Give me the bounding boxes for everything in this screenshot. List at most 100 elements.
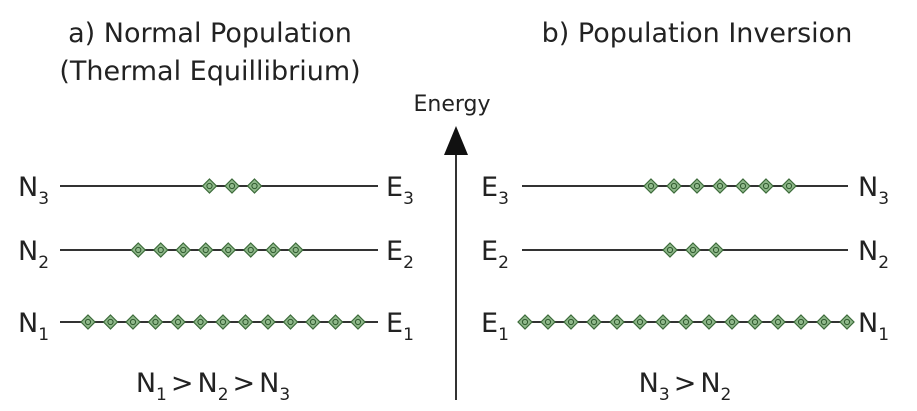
normal-level-n-label-letter: N xyxy=(18,172,38,203)
inversion-level-n-label-subscript: 2 xyxy=(878,253,889,273)
particle xyxy=(237,314,254,330)
particle-core xyxy=(613,318,621,326)
particle-shape xyxy=(102,314,119,330)
inversion-level-e-label-letter: E xyxy=(481,308,498,339)
normal-level-e-label-subscript: 1 xyxy=(403,325,414,345)
particle-core xyxy=(820,318,828,326)
particle-core xyxy=(225,246,232,254)
inversion-term-letter: N xyxy=(700,368,720,399)
particle-core xyxy=(666,246,674,254)
normal-level-e-label-letter: E xyxy=(386,236,403,267)
particle-shape xyxy=(147,314,164,330)
particle-core xyxy=(242,318,249,326)
particle-core xyxy=(157,246,164,254)
particle xyxy=(350,314,366,330)
particle-core xyxy=(647,182,655,190)
normal-level-e-label-letter: E xyxy=(386,172,403,203)
particle-shape xyxy=(152,242,169,258)
inversion-relation: N3>N2 xyxy=(639,368,732,405)
particle-core xyxy=(135,246,142,254)
particle xyxy=(689,178,705,194)
particle-shape xyxy=(563,314,579,330)
particle-shape xyxy=(655,314,671,330)
inversion-level-n-label-letter: N xyxy=(858,236,878,267)
particle-core xyxy=(762,182,770,190)
particle-shape xyxy=(666,178,682,194)
particle xyxy=(215,314,231,330)
particle-shape xyxy=(282,314,299,330)
particle xyxy=(125,314,141,330)
particle-shape xyxy=(689,178,705,194)
inversion-level-e-label-letter: E xyxy=(481,172,498,203)
normal-level-n-label-subscript: 1 xyxy=(38,325,49,345)
particle-core xyxy=(797,318,805,326)
particle-shape xyxy=(540,314,556,330)
particle xyxy=(220,242,237,258)
particle-shape xyxy=(220,242,237,258)
particle-shape xyxy=(712,178,728,194)
particle xyxy=(540,314,556,330)
particle-core xyxy=(521,318,529,326)
particle-core xyxy=(174,318,182,326)
inversion-level-e-label-subscript: 1 xyxy=(498,325,509,345)
energy-axis-label: Energy xyxy=(413,92,490,117)
particle-shape xyxy=(701,314,717,330)
particle-shape xyxy=(237,314,254,330)
particle-shape xyxy=(747,314,763,330)
particle-core xyxy=(202,246,209,254)
particle-shape xyxy=(678,314,694,330)
normal-term-subscript: 1 xyxy=(156,385,167,405)
normal-level-n-label-subscript: 3 xyxy=(38,189,49,209)
particle-shape xyxy=(130,242,147,258)
particle-core xyxy=(567,318,575,326)
particle xyxy=(685,242,701,258)
particle-core xyxy=(716,182,724,190)
normal-level-e-label: E2 xyxy=(386,236,414,273)
particle xyxy=(643,178,659,194)
particle-shape xyxy=(517,314,533,330)
particle-shape xyxy=(287,242,304,258)
particle-core xyxy=(590,318,598,326)
particle-shape xyxy=(242,242,259,258)
inversion-level-n-label: N2 xyxy=(858,236,889,273)
particle xyxy=(287,242,304,258)
particle-core xyxy=(670,182,678,190)
particle-shape xyxy=(197,242,214,258)
particle xyxy=(712,178,728,194)
particle-core xyxy=(309,318,317,326)
particle-shape xyxy=(265,242,282,258)
inversion-text: N3>N2 xyxy=(639,368,732,405)
particle-shape xyxy=(305,314,321,330)
normal-level-n-label-subscript: 2 xyxy=(38,253,49,273)
inversion-level-e-label: E2 xyxy=(481,236,509,273)
particle-shape xyxy=(816,314,832,330)
particle-shape xyxy=(215,314,231,330)
particle xyxy=(197,242,214,258)
particle xyxy=(147,314,164,330)
particle-core xyxy=(774,318,782,326)
particle-core xyxy=(636,318,644,326)
particle-core xyxy=(544,318,552,326)
particle xyxy=(747,314,763,330)
particle-core xyxy=(682,318,690,326)
normal-relation: N1>N2>N3 xyxy=(136,368,290,405)
particle-shape xyxy=(758,178,774,194)
normal-level-n-label-letter: N xyxy=(18,308,38,339)
inversion-level-e-label-subscript: 3 xyxy=(498,189,509,209)
particle xyxy=(192,314,209,330)
particle-shape xyxy=(724,314,740,330)
particle-core xyxy=(751,318,759,326)
particle xyxy=(678,314,694,330)
particle-shape xyxy=(770,314,786,330)
normal-level-n-label-letter: N xyxy=(18,236,38,267)
particle-shape xyxy=(586,314,602,330)
particle xyxy=(517,314,533,330)
inversion-level-e-label-subscript: 2 xyxy=(498,253,509,273)
